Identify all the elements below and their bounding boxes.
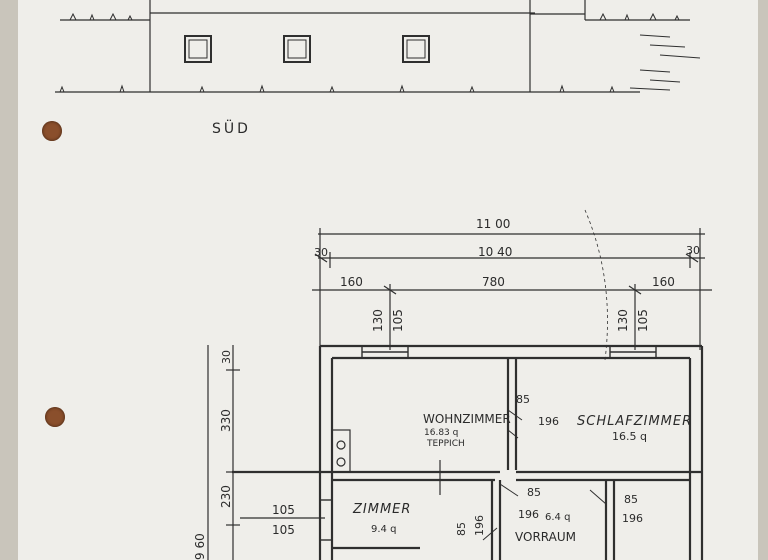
dim-seg-mid: 780 (482, 275, 505, 289)
dim-zimmer-window-a: 105 (272, 503, 295, 517)
room-wohnzimmer-name: WOHNZIMMER (423, 412, 511, 426)
room-zimmer-area: 9.4 q (371, 524, 396, 535)
door-swing-wohn (507, 409, 523, 439)
door-right-height: 196 (622, 512, 643, 525)
elevation-window-3 (402, 35, 430, 63)
dim-zimmer-window-b: 105 (272, 523, 295, 537)
stove-symbol (331, 429, 351, 473)
dim-side-mid: 330 (219, 409, 233, 432)
dim-window-left-a: 130 (371, 309, 385, 332)
door-wohn-height: 196 (538, 415, 559, 428)
dim-window-left-b: 105 (391, 309, 405, 332)
dim-wall-right: 30 (686, 244, 700, 257)
grass-hatching-left (69, 12, 133, 21)
slope-hatching (629, 34, 701, 91)
door-zimmer-height: 196 (473, 515, 486, 536)
room-schlafzimmer-name: SCHLAFZIMMER (577, 414, 692, 429)
door-swing-zimmer (482, 527, 498, 541)
door-right-width: 85 (624, 493, 638, 506)
dim-wall-left: 30 (314, 246, 328, 259)
punch-hole-top (42, 121, 62, 141)
dim-side-low: 230 (219, 485, 233, 508)
door-swing-right (589, 489, 607, 505)
plan-window-zimmer (319, 499, 333, 541)
room-zimmer-name: ZIMMER (352, 502, 411, 517)
dim-seg-right: 160 (652, 275, 675, 289)
room-vorraum-area: 6.4 q (545, 512, 570, 523)
dim-seg-left: 160 (340, 275, 363, 289)
dim-side-total: 9 60 (193, 533, 207, 560)
dim-window-right-a: 130 (616, 309, 630, 332)
dim-side-top: 30 (220, 350, 233, 364)
dim-overall-width: 11 00 (476, 217, 510, 231)
paper-sheet (18, 0, 758, 560)
room-schlafzimmer-area: 16.5 q (612, 430, 647, 443)
room-vorraum-name: VORRAUM (515, 530, 576, 544)
elevation-window-1 (184, 35, 212, 63)
punch-hole-bottom (45, 407, 65, 427)
dim-inner-width: 10 40 (478, 245, 512, 259)
door-zimmer-width: 85 (455, 522, 468, 536)
dim-window-right-b: 105 (636, 309, 650, 332)
grass-hatching-right (599, 12, 680, 21)
grass-hatching-ground (59, 84, 615, 93)
door-wohn-width: 85 (516, 393, 530, 406)
elevation-window-2 (283, 35, 311, 63)
pencil-arc (584, 209, 608, 361)
door-swing-vorraum (499, 483, 519, 497)
room-wohnzimmer-note: TEPPICH (426, 439, 465, 449)
door-vorraum-height: 196 (518, 508, 539, 521)
door-vorraum-width: 85 (527, 486, 541, 499)
room-wohnzimmer-area: 16.83 q (424, 428, 458, 438)
elevation-label: SÜD (212, 119, 251, 137)
